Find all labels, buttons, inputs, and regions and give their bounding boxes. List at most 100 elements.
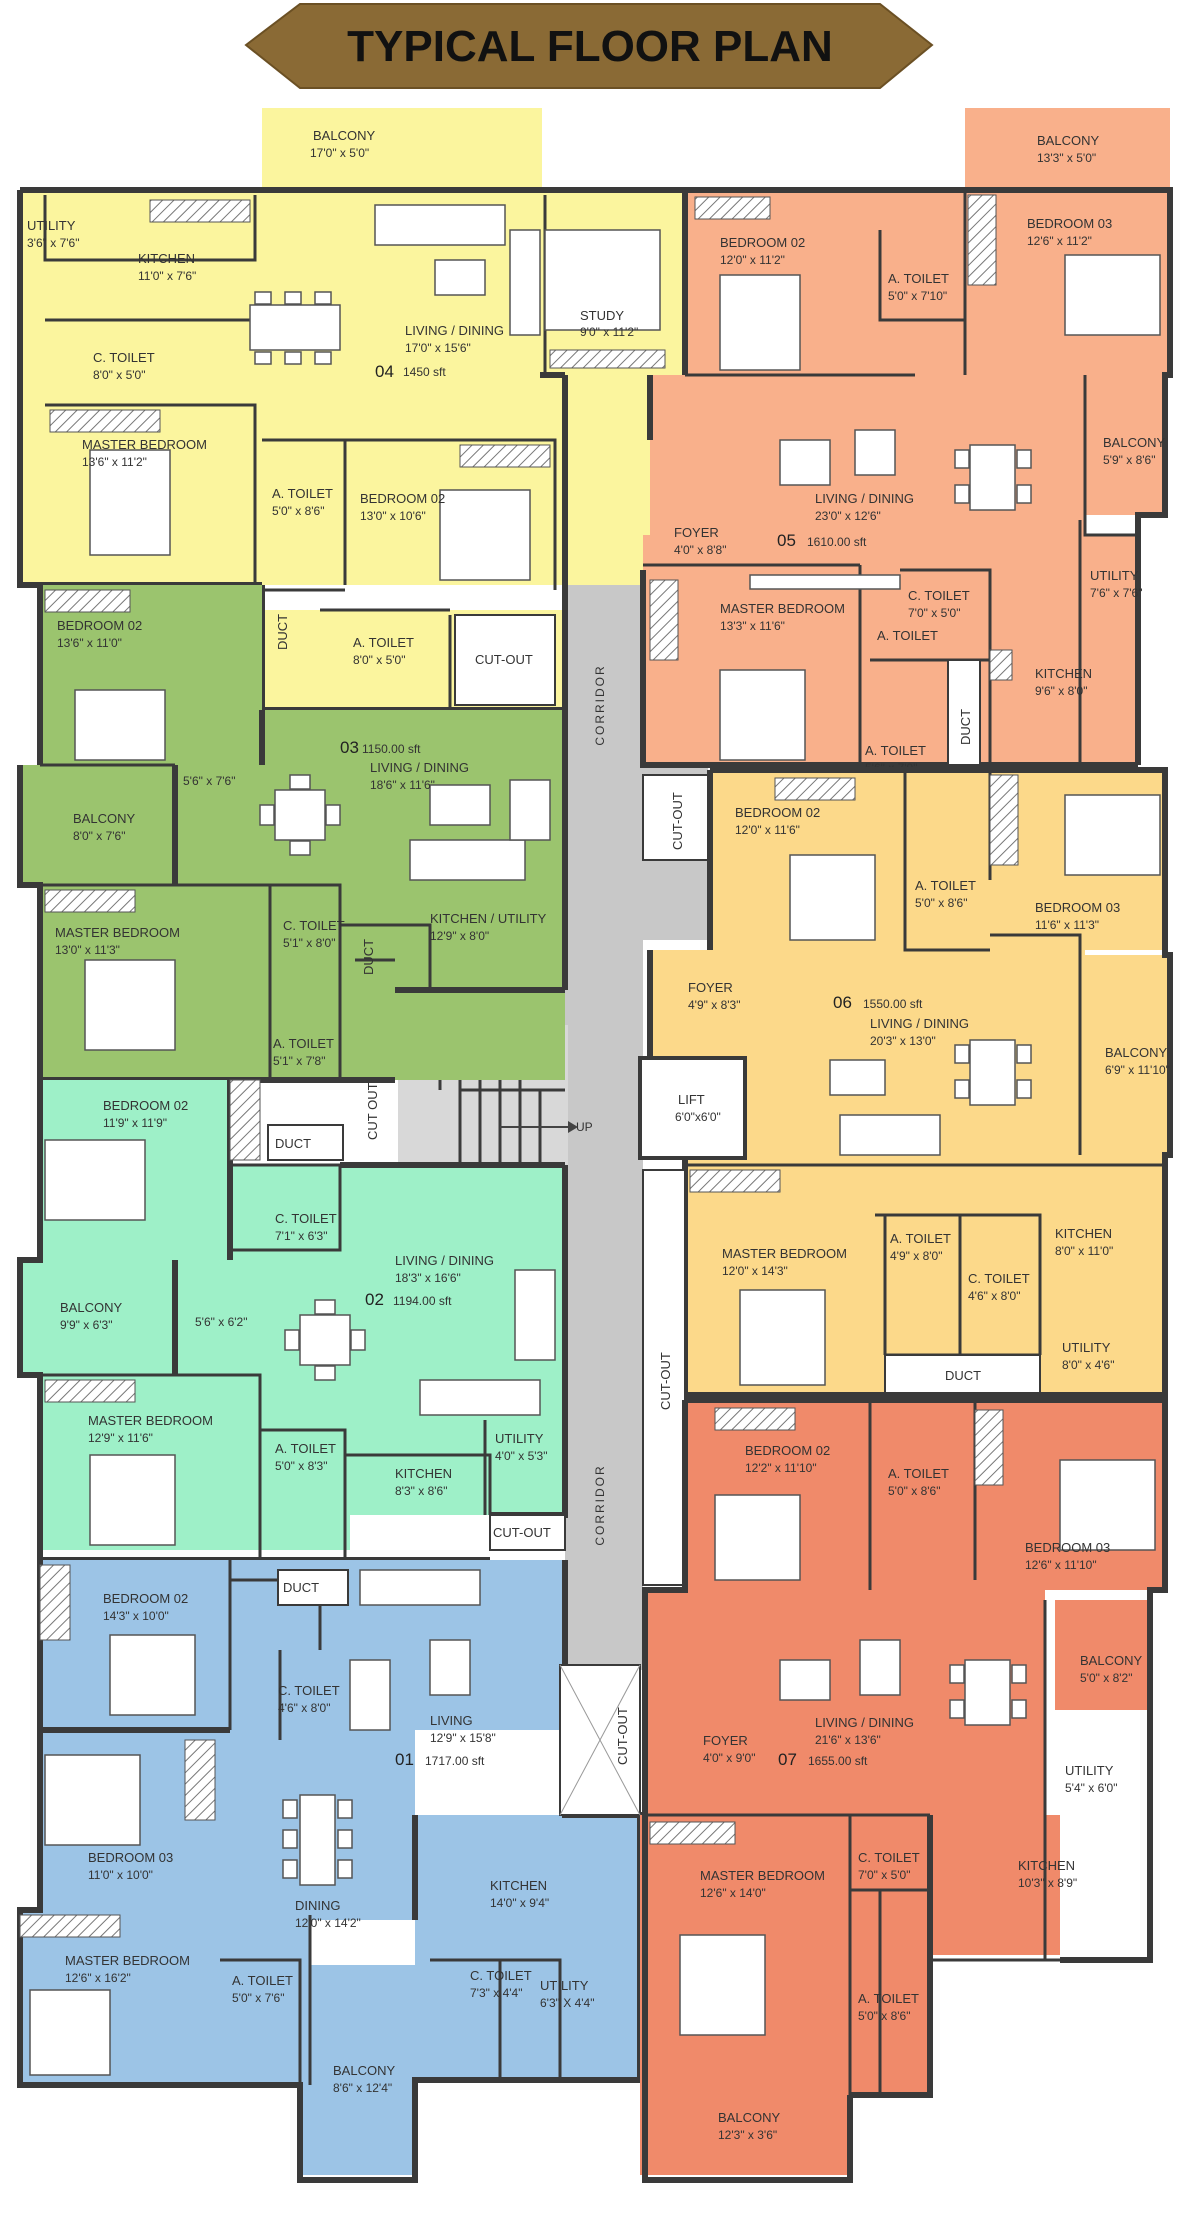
master-bed-04 xyxy=(89,449,171,556)
cutout-mid-right: CUT-OUT xyxy=(559,1664,641,1816)
u07-living-dim: 21'6" x 13'6" xyxy=(815,1733,881,1747)
u07-foyer-name: FOYER xyxy=(703,1733,748,1748)
unit-04: BALCONY 17'0" x 5'0" UTILITY 3'6" x 7'6"… xyxy=(17,108,688,713)
u03-foyer-dim: 5'6" x 7'6" xyxy=(183,774,235,788)
u07-balcony1-dim: 5'0" x 8'2" xyxy=(1080,1671,1132,1685)
u01-master-dim: 12'6" x 16'2" xyxy=(65,1971,131,1985)
u04-living-dim: 17'0" x 15'6" xyxy=(405,341,471,355)
u04-ctoilet-dim: 8'0" x 5'0" xyxy=(93,368,145,382)
tv-unit-02 xyxy=(419,1379,541,1416)
u04-number: 04 xyxy=(375,362,394,381)
duct-label-3: DUCT xyxy=(275,1136,311,1151)
u06-atoilet2-name: A. TOILET xyxy=(890,1231,951,1246)
u05-atoilet1-name: A. TOILET xyxy=(888,271,949,286)
u05-living-dim: 23'0" x 12'6" xyxy=(815,509,881,523)
u07-atoilet1-name: A. TOILET xyxy=(888,1466,949,1481)
u05-balcony2-name: BALCONY xyxy=(1103,435,1165,450)
u02-area: 1194.00 sft xyxy=(393,1294,452,1308)
u03-kitchen-dim: 12'9" x 8'0" xyxy=(430,929,489,943)
u05-balcony1-dim: 13'3" x 5'0" xyxy=(1037,151,1096,165)
lift-dim: 6'0"x6'0" xyxy=(675,1110,721,1124)
u07-kitchen-name: KITCHEN xyxy=(1018,1858,1075,1873)
u06-foyer-dim: 4'9" x 8'3" xyxy=(688,998,740,1012)
u05-bed2-name: BEDROOM 02 xyxy=(720,235,805,250)
u01-dining-dim: 12'0" x 14'2" xyxy=(295,1916,361,1930)
u02-atoilet-dim: 5'0" x 8'3" xyxy=(275,1459,327,1473)
u03-master-dim: 13'0" x 11'3" xyxy=(55,943,120,957)
cutout-label-3: CUT OUT xyxy=(365,1082,380,1140)
u05-kitchen-name: KITCHEN xyxy=(1035,666,1092,681)
u02-living-dim: 18'3" x 16'6" xyxy=(395,1271,461,1285)
coffee-table-07 xyxy=(779,1659,831,1701)
cutout-upper-right: CUT-OUT xyxy=(642,774,709,861)
u03-ctoilet-name: C. TOILET xyxy=(283,918,345,933)
u07-living-name: LIVING / DINING xyxy=(815,1715,914,1730)
u07-atoilet2-name: A. TOILET xyxy=(858,1991,919,2006)
stair-up-label: UP xyxy=(576,1120,593,1134)
u01-kitchen-name: KITCHEN xyxy=(490,1878,547,1893)
u03-ctoilet-dim: 5'1" x 8'0" xyxy=(283,936,335,950)
u05-bed3-name: BEDROOM 03 xyxy=(1027,216,1112,231)
u05-foyer-name: FOYER xyxy=(674,525,719,540)
u01-utility-name: UTILITY xyxy=(540,1978,589,1993)
coffee-table-06 xyxy=(829,1059,886,1096)
u07-area: 1655.00 sft xyxy=(808,1754,868,1768)
u04-master-name: MASTER BEDROOM xyxy=(82,437,207,452)
u02-bed2-dim: 11'9" x 11'9" xyxy=(103,1116,167,1130)
u07-bed2-name: BEDROOM 02 xyxy=(745,1443,830,1458)
u05-atoilet3-name: A. TOILET xyxy=(865,743,926,758)
u03-living-name: LIVING / DINING xyxy=(370,760,469,775)
cutout-label-6: CUT-OUT xyxy=(658,1352,673,1410)
u01-living-dim: 12'9" x 15'8" xyxy=(430,1731,496,1745)
u06-bed3-dim: 11'6" x 11'3" xyxy=(1035,918,1099,932)
u07-ctoilet-dim: 7'0" x 5'0" xyxy=(858,1868,910,1882)
master-bed-05 xyxy=(719,669,806,761)
u06-balcony-name: BALCONY xyxy=(1105,1045,1167,1060)
sofa-04 xyxy=(374,204,506,246)
u03-bed2-dim: 13'6" x 11'0" xyxy=(57,636,122,650)
u07-foyer-dim: 4'0" x 9'0" xyxy=(703,1751,755,1765)
bed-02-unit-05 xyxy=(719,274,801,371)
u05-atoilet1-dim: 5'0" x 7'10" xyxy=(888,289,947,303)
dining-table-04 xyxy=(249,291,341,365)
u06-utility-name: UTILITY xyxy=(1062,1340,1111,1355)
u04-atoilet1-dim: 5'0" x 8'6" xyxy=(272,504,324,518)
u01-utility-dim: 6'3" X 4'4" xyxy=(540,1996,594,2010)
dining-table-02 xyxy=(284,1299,366,1381)
dining-table-05 xyxy=(954,444,1032,511)
bed-03-unit-01 xyxy=(44,1754,141,1846)
cutout-label-1: CUT-OUT xyxy=(475,652,533,667)
u06-living-name: LIVING / DINING xyxy=(870,1016,969,1031)
u01-ctoilet2-dim: 7'3" x 4'4" xyxy=(470,1986,522,2000)
study-bed xyxy=(544,229,661,331)
u07-atoilet2-dim: 5'0" x 8'6" xyxy=(858,2009,910,2023)
u01-atoilet-dim: 5'0" x 7'6" xyxy=(232,1991,284,2005)
master-bed-06 xyxy=(739,1289,826,1386)
sofa-01 xyxy=(359,1569,481,1606)
u06-ctoilet-dim: 4'6" x 8'0" xyxy=(968,1289,1020,1303)
u02-atoilet-name: A. TOILET xyxy=(275,1441,336,1456)
sofa-03 xyxy=(409,839,526,881)
u05-utility-dim: 7'6" x 7'6" xyxy=(1090,586,1142,600)
plan-title: TYPICAL FLOOR PLAN xyxy=(347,22,833,71)
u02-foyer-dim: 5'6" x 6'2" xyxy=(195,1315,247,1329)
duct-label-1: DUCT xyxy=(361,939,376,975)
u06-atoilet1-dim: 5'0" x 8'6" xyxy=(915,896,967,910)
u02-master-name: MASTER BEDROOM xyxy=(88,1413,213,1428)
u04-atoilet2-dim: 8'0" x 5'0" xyxy=(353,653,405,667)
dining-table-03 xyxy=(259,774,341,856)
u05-balcony2-dim: 5'9" x 8'6" xyxy=(1103,453,1155,467)
u06-kitchen-name: KITCHEN xyxy=(1055,1226,1112,1241)
u02-master-dim: 12'9" x 11'6" xyxy=(88,1431,153,1445)
duct-label-4: DUCT xyxy=(283,1580,319,1595)
tv-unit-01 xyxy=(349,1659,391,1731)
cutout-lower-right: CUT-OUT xyxy=(642,1169,686,1586)
armchair-03 xyxy=(509,779,551,841)
u03-kitchen-name: KITCHEN / UTILITY xyxy=(430,911,547,926)
duct-label-2: DUCT xyxy=(275,614,290,650)
u01-bed2-name: BEDROOM 02 xyxy=(103,1591,188,1606)
coffee-table-05 xyxy=(779,439,831,486)
u06-ctoilet-name: C. TOILET xyxy=(968,1271,1030,1286)
unit-07: BEDROOM 02 12'2" x 11'10" A. TOILET 5'0"… xyxy=(640,1397,1168,2183)
u06-area: 1550.00 sft xyxy=(863,997,923,1011)
